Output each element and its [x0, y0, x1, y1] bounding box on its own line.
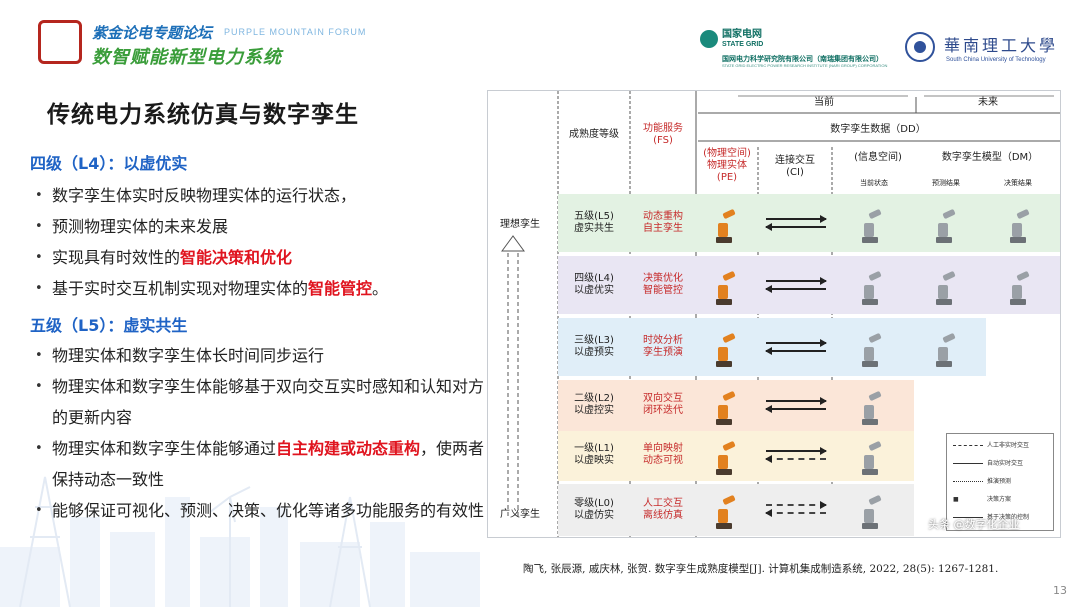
- legend-item: 人工非实时交互: [987, 442, 1030, 449]
- robot-twin-icon: [860, 332, 882, 367]
- robot-physical-icon: [714, 390, 736, 425]
- robot-twin-icon: [860, 208, 882, 243]
- section-heading-l5: 五级（L5）：虚实共生: [30, 316, 188, 335]
- highlight-text: 智能管控: [308, 279, 373, 298]
- axis-ideal-twin: 理想孪生: [500, 219, 540, 230]
- legend-item: 自动实时交互: [987, 460, 1024, 467]
- scut-name: 華南理工大學: [944, 36, 1059, 55]
- level-band-l0: [558, 484, 914, 536]
- legend-item: 决策方案: [987, 496, 1012, 503]
- legend-item: 推演预测: [987, 478, 1012, 485]
- level-label-l2: 二级(L2) 以虚控实: [574, 393, 614, 416]
- state-grid-institute-en: STATE GRID ELECTRIC POWER RESEARCH INSTI…: [722, 63, 888, 68]
- header-digital-twin-model: 数字孪生模型（DM）: [941, 152, 1039, 163]
- page-number: 13: [1053, 584, 1067, 597]
- robot-twin-icon: [934, 332, 956, 367]
- level-band-l2: [558, 380, 914, 438]
- robot-physical-icon: [714, 494, 736, 529]
- scut-name-en: South China University of Technology: [946, 57, 1046, 63]
- header-digital-twin-data: 数字孪生数据（DD）: [830, 124, 926, 135]
- level-label-l4: 四级(L4) 以虚优实: [574, 273, 614, 296]
- robot-twin-icon: [860, 390, 882, 425]
- watermark: 头条 @数字化企业: [928, 518, 1020, 531]
- interaction-arrows: [765, 339, 827, 355]
- interaction-arrows: [765, 277, 827, 293]
- level-label-l0: 零级(L0) 以虚仿实: [574, 498, 614, 521]
- list-item: 实现具有时效性的智能决策和优化: [30, 242, 485, 273]
- slide-header: 紫金论电专题论坛 PURPLE MOUNTAIN FORUM 数智赋能新型电力系…: [0, 0, 1080, 80]
- forum-title-en: PURPLE MOUNTAIN FORUM: [224, 27, 367, 37]
- state-grid-en: STATE GRID: [722, 41, 764, 48]
- level-fs-l4: 决策优化 智能管控: [643, 273, 683, 296]
- level-fs-l5: 动态重构 自主孪生: [643, 211, 683, 234]
- dm-sub-decision: 决策结果: [1004, 179, 1032, 187]
- forum-title: 紫金论电专题论坛: [92, 24, 213, 42]
- header-future: 未来: [978, 97, 998, 108]
- header-info-space: (信息空间): [854, 152, 902, 163]
- robot-physical-icon: [714, 208, 736, 243]
- robot-twin-icon: [1008, 270, 1030, 305]
- robot-twin-icon: [860, 494, 882, 529]
- robot-physical-icon: [714, 332, 736, 367]
- level-band-l5: [558, 194, 1060, 252]
- level-label-l5: 五级(L5) 虚实共生: [574, 211, 614, 234]
- state-grid-institute: 国网电力科学研究院有限公司（南瑞集团有限公司）: [722, 55, 883, 63]
- scut-badge-icon: [905, 32, 935, 62]
- highlight-text: 自主构建或动态重构: [276, 439, 421, 458]
- interaction-arrows: [765, 447, 827, 463]
- forum-subtitle: 数智赋能新型电力系统: [92, 47, 282, 68]
- axis-general-twin: 广义孪生: [500, 509, 540, 520]
- list-item: 物理实体和数字孪生体长时间同步运行: [30, 340, 485, 371]
- content-column: 四级（L4）：以虚优实 数字孪生体实时反映物理实体的运行状态， 预测物理实体的未…: [30, 150, 485, 526]
- highlight-text: 智能决策和优化: [180, 248, 293, 267]
- forum-seal-logo: [38, 20, 82, 64]
- section-heading-l4: 四级（L4）：以虚优实: [30, 154, 188, 173]
- interaction-arrows: [765, 215, 827, 231]
- bullet-list-l5: 物理实体和数字孪生体长时间同步运行 物理实体和数字孪生体能够基于双向交互实时感知…: [30, 340, 485, 526]
- header-connection: 连接交互 (CI): [775, 155, 815, 178]
- level-fs-l0: 人工交互 离线仿真: [643, 498, 683, 521]
- header-current: 当前: [814, 97, 834, 108]
- maturity-model-figure: 当前 未来 成熟度等级 功能服务 (FS) 数字孪生数据（DD） (物理空间) …: [487, 90, 1061, 538]
- list-item: 数字孪生体实时反映物理实体的运行状态，: [30, 180, 485, 211]
- dm-sub-predict: 预测结果: [932, 179, 960, 187]
- list-item: 基于实时交互机制实现对物理实体的智能管控。: [30, 273, 485, 304]
- figure-legend: 人工非实时交互 自动实时交互 推演预测 ■决策方案 基于决策的控制: [946, 433, 1054, 531]
- level-band-l3: [558, 318, 986, 376]
- list-item: 物理实体和数字孪生体能够基于双向交互实时感知和认知对方的更新内容: [30, 371, 485, 433]
- bullet-list-l4: 数字孪生体实时反映物理实体的运行状态， 预测物理实体的未来发展 实现具有时效性的…: [30, 180, 485, 304]
- robot-twin-icon: [934, 208, 956, 243]
- robot-twin-icon: [860, 270, 882, 305]
- state-grid-logo-icon: [700, 30, 718, 48]
- level-fs-l2: 双向交互 闭环迭代: [643, 393, 683, 416]
- citation: 陶飞, 张辰源, 戚庆林, 张贺. 数字孪生成熟度模型[J]. 计算机集成制造系…: [523, 563, 999, 575]
- list-item: 能够保证可视化、预测、决策、优化等诸多功能服务的有效性: [30, 495, 485, 526]
- robot-twin-icon: [934, 270, 956, 305]
- list-item: 物理实体和数字孪生体能够通过自主构建或动态重构，使两者保持动态一致性: [30, 433, 485, 495]
- level-band-l1: [558, 431, 914, 481]
- state-grid-name: 国家电网: [722, 29, 762, 40]
- header-physical-entity: (物理空间) 物理实体 (PE): [703, 148, 751, 183]
- level-label-l3: 三级(L3) 以虚预实: [574, 335, 614, 358]
- header-maturity: 成熟度等级: [569, 129, 619, 140]
- robot-physical-icon: [714, 440, 736, 475]
- interaction-arrows: [765, 501, 827, 517]
- slide-title: 传统电力系统仿真与数字孪生: [47, 102, 359, 128]
- robot-twin-icon: [860, 440, 882, 475]
- interaction-arrows: [765, 397, 827, 413]
- level-band-l4: [558, 256, 1060, 314]
- list-item: 预测物理实体的未来发展: [30, 211, 485, 242]
- robot-physical-icon: [714, 270, 736, 305]
- level-label-l1: 一级(L1) 以虚映实: [574, 443, 614, 466]
- level-fs-l3: 时效分析 孪生预演: [643, 335, 683, 358]
- legend-item: 基于决策的控制: [987, 514, 1030, 521]
- robot-twin-icon: [1008, 208, 1030, 243]
- level-fs-l1: 单向映射 动态可视: [643, 443, 683, 466]
- header-function-service: 功能服务 (FS): [643, 123, 683, 146]
- dm-sub-current: 当前状态: [860, 179, 888, 187]
